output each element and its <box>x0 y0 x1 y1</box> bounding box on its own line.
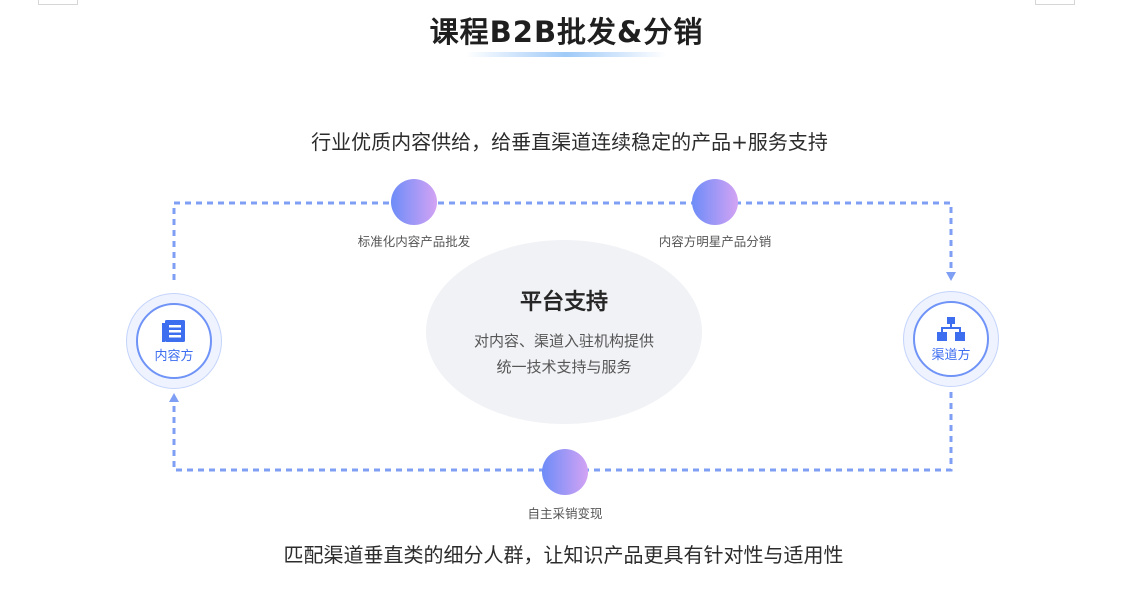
platform-desc-line-2: 统一技术支持与服务 <box>496 358 632 376</box>
corner-mark-right <box>1035 0 1075 5</box>
arrow-up-icon <box>169 393 179 402</box>
content-provider-inner: 内容方 <box>136 303 212 379</box>
wholesale-label: 标准化内容产品批发 <box>357 234 471 249</box>
wholesale-dot <box>391 179 437 225</box>
content-provider-node: 内容方 <box>126 293 222 389</box>
platform-support-ellipse: 平台支持 对内容、渠道入驻机构提供 统一技术支持与服务 <box>426 240 702 424</box>
arrow-down-icon <box>946 272 956 281</box>
bottom-tagline: 匹配渠道垂直类的细分人群，让知识产品更具有针对性与适用性 <box>283 543 844 567</box>
distribution-dot <box>692 179 738 225</box>
channel-provider-label: 渠道方 <box>931 347 971 363</box>
platform-support-description: 对内容、渠道入驻机构提供 统一技术支持与服务 <box>426 328 702 380</box>
org-hierarchy-icon <box>937 316 965 341</box>
page-title: 课程B2B批发&分销 <box>429 15 704 49</box>
title-underline <box>466 52 666 57</box>
channel-provider-inner: 渠道方 <box>913 301 989 377</box>
channel-provider-node: 渠道方 <box>903 291 999 387</box>
self-purchase-dot <box>542 449 588 495</box>
distribution-label: 内容方明星产品分销 <box>658 234 772 249</box>
document-list-icon <box>162 319 185 342</box>
self-purchase-label: 自主采销变现 <box>527 506 603 521</box>
top-tagline: 行业优质内容供给，给垂直渠道连续稳定的产品+服务支持 <box>311 130 828 154</box>
platform-desc-line-1: 对内容、渠道入驻机构提供 <box>473 332 654 350</box>
top-flow-line <box>172 201 953 280</box>
content-provider-label: 内容方 <box>154 348 194 364</box>
platform-support-title: 平台支持 <box>519 290 608 315</box>
corner-mark-left <box>38 0 78 5</box>
